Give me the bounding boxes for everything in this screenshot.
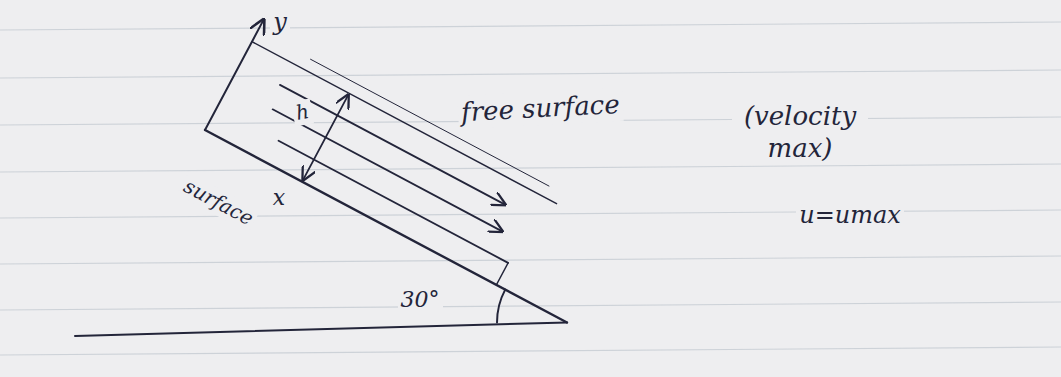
- axis-label: y: [270, 7, 290, 37]
- ink-drawing: [75, 20, 567, 336]
- end-tick: [496, 263, 508, 285]
- surface-label: surface: [177, 172, 260, 232]
- note-text: (velocity max): [732, 100, 868, 165]
- thickness-label: h: [291, 98, 314, 126]
- angle-arc: [497, 290, 505, 323]
- ground-line: [75, 322, 567, 336]
- axis-label: x: [270, 184, 288, 212]
- angle-label: 30°: [398, 286, 443, 314]
- inclined-surface: [205, 130, 567, 322]
- note-text: u=umax: [796, 200, 904, 230]
- note-text: free surface: [457, 87, 623, 128]
- y-axis: [205, 20, 264, 130]
- streamline: [279, 141, 509, 263]
- ruled-lines: [0, 22, 1061, 355]
